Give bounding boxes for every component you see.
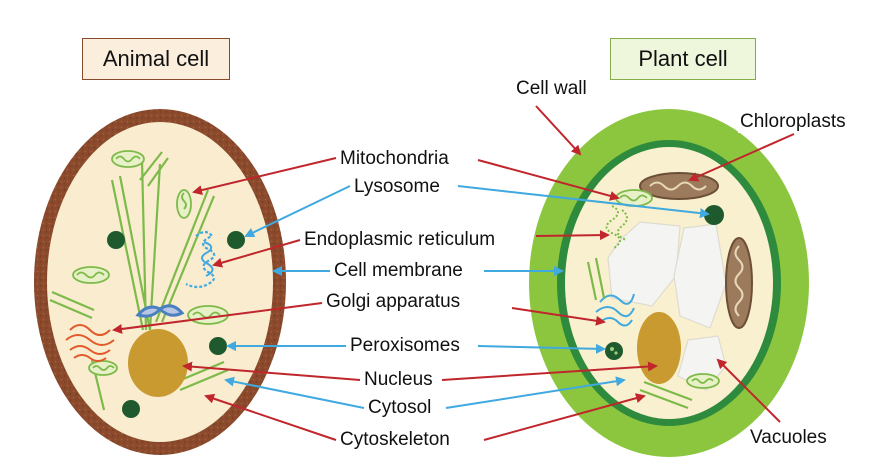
plant-cell bbox=[529, 109, 809, 457]
plant-cytoskeleton bbox=[586, 257, 693, 410]
animal-cell-title: Animal cell bbox=[82, 38, 230, 80]
arrow-cytoskeleton-plant bbox=[483, 393, 646, 441]
arrow-cell-wall bbox=[535, 105, 582, 156]
animal-golgi-center bbox=[135, 304, 185, 318]
label-vacuoles: Vacuoles bbox=[748, 427, 829, 449]
arrow-cytosol-plant bbox=[445, 376, 626, 409]
label-golgi-apparatus: Golgi apparatus bbox=[324, 291, 463, 313]
animal-cell bbox=[34, 109, 286, 455]
label-cell-wall: Cell wall bbox=[514, 78, 589, 100]
plant-cell-title: Plant cell bbox=[610, 38, 756, 80]
arrow-peroxisome-plant bbox=[477, 343, 606, 354]
label-peroxisomes: Peroxisomes bbox=[348, 335, 462, 357]
plant-lysosome bbox=[704, 205, 724, 225]
arrow-chloroplasts bbox=[688, 133, 795, 182]
arrow-nucleus-animal bbox=[182, 361, 361, 381]
arrow-lysosome-plant bbox=[457, 185, 710, 219]
red-arrows bbox=[112, 105, 795, 441]
blue-arrows bbox=[224, 185, 710, 409]
label-lysosome: Lysosome bbox=[352, 176, 442, 198]
arrow-golgi-animal bbox=[112, 302, 323, 334]
animal-er-2 bbox=[201, 241, 214, 277]
plant-er bbox=[605, 205, 628, 249]
arrow-nucleus-plant bbox=[441, 361, 658, 381]
label-cytosol: Cytosol bbox=[366, 397, 434, 419]
arrow-cytoskeleton-animal bbox=[204, 393, 337, 441]
plant-nucleus bbox=[637, 312, 681, 384]
arrow-er-plant bbox=[535, 230, 610, 241]
label-cytoskeleton: Cytoskeleton bbox=[338, 429, 452, 451]
plant-peroxisome-core bbox=[610, 347, 614, 351]
plant-peroxisome bbox=[605, 342, 623, 360]
label-endoplasmic-reticulum: Endoplasmic reticulum bbox=[302, 229, 498, 251]
arrow-cytosol-animal bbox=[224, 376, 365, 409]
animal-lysosomes bbox=[107, 231, 245, 418]
arrow-mitochondria-animal bbox=[192, 157, 337, 195]
label-chloroplasts: Chloroplasts bbox=[738, 111, 848, 133]
arrow-vacuoles bbox=[716, 358, 781, 423]
animal-nucleus bbox=[128, 329, 188, 397]
label-cell-membrane: Cell membrane bbox=[332, 260, 465, 282]
label-mitochondria: Mitochondria bbox=[338, 148, 451, 170]
animal-golgi bbox=[65, 324, 115, 362]
arrow-er-animal bbox=[212, 239, 301, 268]
arrow-mitochondria-plant bbox=[477, 159, 620, 201]
arrow-lysosome-animal bbox=[244, 185, 351, 238]
arrow-golgi-plant bbox=[511, 307, 606, 326]
plant-peroxisome-core-2 bbox=[614, 351, 618, 355]
label-nucleus: Nucleus bbox=[362, 369, 435, 391]
